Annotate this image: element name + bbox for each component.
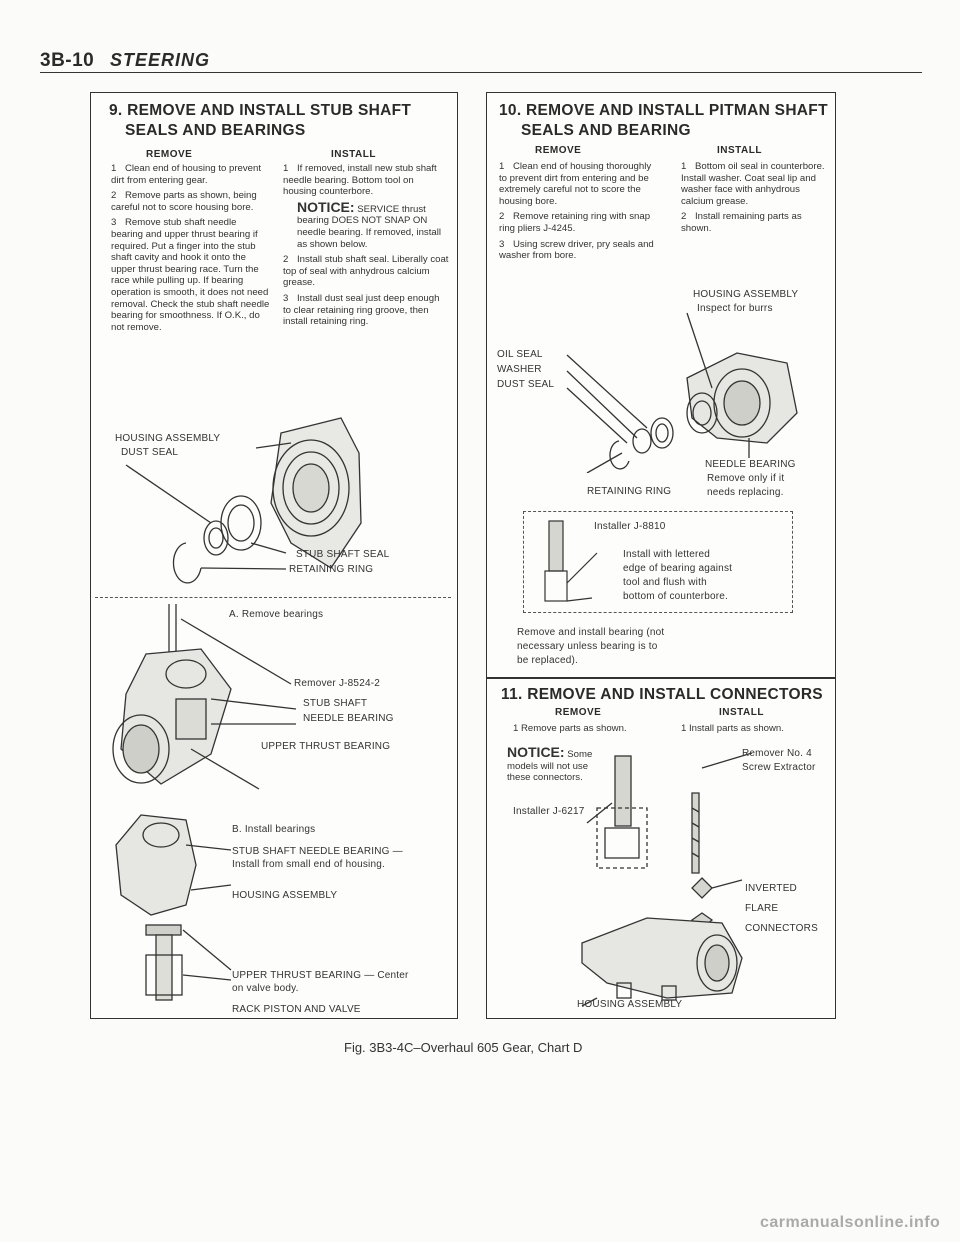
sec9-b-upper-note: on valve body. bbox=[232, 983, 299, 994]
sec10-inst-4: bottom of counterbore. bbox=[623, 591, 729, 602]
sec9-label-stub-shaft-seal: STUB SHAFT SEAL bbox=[296, 549, 390, 560]
figure-caption: Fig. 3B3-4C–Overhaul 605 Gear, Chart D bbox=[344, 1040, 583, 1055]
sec9-a-title: A. Remove bearings bbox=[229, 609, 324, 620]
sec9-title-2: SEALS AND BEARINGS bbox=[125, 122, 306, 139]
sec9-divider-a bbox=[95, 597, 451, 598]
sec10-remove-head: REMOVE bbox=[535, 145, 582, 156]
sec9-label-retaining-ring: RETAINING RING bbox=[289, 564, 374, 575]
sec10-rm-3: be replaced). bbox=[517, 655, 578, 666]
stub-shaft-seals-illustration bbox=[125, 417, 362, 584]
sec11-notice: NOTICE: Some models will not use these c… bbox=[507, 744, 593, 784]
sec9-title-1: 9. REMOVE AND INSTALL STUB SHAFT bbox=[109, 102, 412, 119]
sec9-a-remover: Remover J-8524-2 bbox=[294, 678, 381, 689]
sec10-needle-bearing: NEEDLE BEARING bbox=[705, 459, 796, 470]
panel-stub-shaft: 9. REMOVE AND INSTALL STUB SHAFT SEALS A… bbox=[90, 92, 458, 819]
sec9-a-stub-shaft: STUB SHAFT bbox=[303, 698, 368, 709]
sec9-install-head: INSTALL bbox=[331, 149, 376, 160]
sec10-rm-2: necessary unless bearing is to bbox=[517, 641, 658, 652]
installer-j8810-illustration bbox=[544, 520, 598, 602]
sec9-b-housing: HOUSING ASSEMBLY bbox=[232, 890, 338, 901]
connectors-illustration bbox=[581, 752, 753, 1007]
sec11-install-head: INSTALL bbox=[719, 707, 764, 718]
sec11-title: 11. REMOVE AND INSTALL CONNECTORS bbox=[501, 686, 823, 703]
panel-pitman-shaft: 10. REMOVE AND INSTALL PITMAN SHAFT SEAL… bbox=[486, 92, 836, 1019]
sec9-b-rack-1: RACK PISTON AND VALVE bbox=[232, 1004, 361, 1015]
sec9-b-upper: UPPER THRUST BEARING — Center bbox=[232, 970, 409, 981]
page-number: 3B-10 bbox=[40, 50, 95, 71]
sec10-needle-note-2: needs replacing. bbox=[707, 487, 784, 498]
sec9-label-dust-seal: DUST SEAL bbox=[121, 447, 179, 458]
sec11-connectors: CONNECTORS bbox=[745, 923, 818, 934]
sec10-inst-2: edge of bearing against bbox=[623, 563, 733, 574]
pitman-shaft-illustration bbox=[566, 312, 798, 473]
sec11-flare: FLARE bbox=[745, 903, 779, 914]
sec10-rm-1: Remove and install bearing (not bbox=[517, 627, 665, 638]
sec9-remove-head: REMOVE bbox=[146, 149, 193, 160]
sec9-b-needle-note: Install from small end of housing. bbox=[232, 859, 385, 870]
panel-install-bearings-frame bbox=[90, 805, 458, 1019]
sec10-installer: Installer J-8810 bbox=[594, 521, 666, 532]
header-rule bbox=[40, 72, 922, 73]
sec11-housing: HOUSING ASSEMBLY bbox=[577, 999, 683, 1010]
sec9-b-needle: STUB SHAFT NEEDLE BEARING — bbox=[232, 846, 403, 857]
sec10-title-2: SEALS AND BEARING bbox=[521, 122, 691, 139]
sec10-oil-seal: OIL SEAL bbox=[497, 349, 543, 360]
sec11-installer: Installer J-6217 bbox=[513, 806, 585, 817]
sec10-dust-seal: DUST SEAL bbox=[497, 379, 555, 390]
sec11-remover-1: Remover No. 4 bbox=[742, 748, 812, 759]
install-bearings-illustration bbox=[115, 814, 232, 1001]
sec10-washer: WASHER bbox=[497, 364, 542, 375]
sec9-a-upper-thrust: UPPER THRUST BEARING bbox=[261, 741, 391, 752]
sec9-b-title: B. Install bearings bbox=[232, 824, 316, 835]
sec9-a-needle-bearing: NEEDLE BEARING bbox=[303, 713, 394, 724]
sec10-title-1: 10. REMOVE AND INSTALL PITMAN SHAFT bbox=[499, 102, 828, 119]
sec10-inst-3: tool and flush with bbox=[623, 577, 707, 588]
sec11-install-step: 1 Install parts as shown. bbox=[681, 723, 784, 734]
remove-bearings-illustration bbox=[112, 604, 297, 790]
sec11-remove-step: 1 Remove parts as shown. bbox=[513, 723, 627, 734]
sec10-needle-note-1: Remove only if it bbox=[707, 473, 785, 484]
watermark: carmanualsonline.info bbox=[760, 1214, 941, 1231]
sec10-inst-1: Install with lettered bbox=[623, 549, 711, 560]
sec10-housing-label: HOUSING ASSEMBLY bbox=[693, 289, 799, 300]
sec9-label-housing: HOUSING ASSEMBLY bbox=[115, 433, 221, 444]
section-title: STEERING bbox=[110, 50, 211, 70]
sec11-divider bbox=[487, 677, 835, 679]
sec10-install-head: INSTALL bbox=[717, 145, 762, 156]
sec11-remover-2: Screw Extractor bbox=[742, 762, 816, 773]
sec10-retaining-ring: RETAINING RING bbox=[587, 486, 672, 497]
sec11-remove-head: REMOVE bbox=[555, 707, 602, 718]
sec9-notice: NOTICE: SERVICE thrust bearing DOES NOT … bbox=[297, 198, 441, 250]
sec10-housing-note: Inspect for burrs bbox=[697, 303, 773, 314]
installer-inset-box bbox=[523, 511, 793, 613]
sec11-inverted: INVERTED bbox=[745, 883, 797, 894]
